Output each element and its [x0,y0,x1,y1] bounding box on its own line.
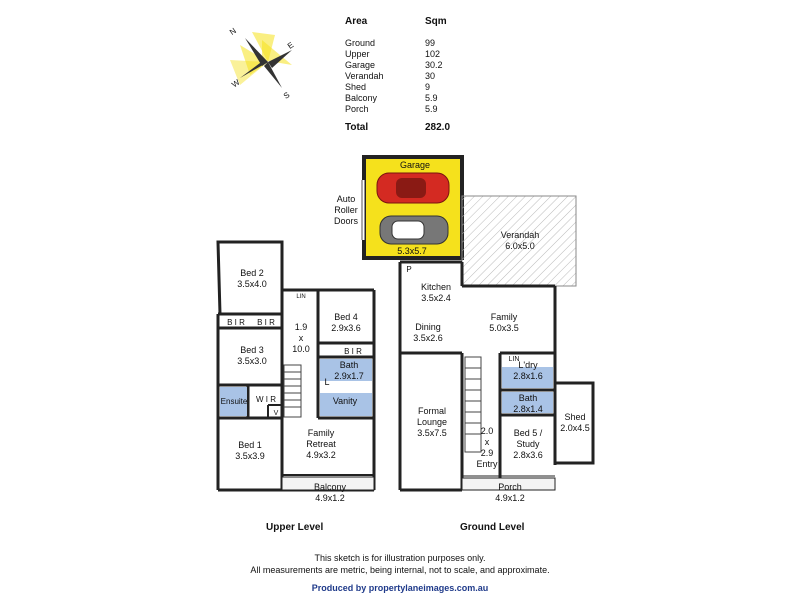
area-name: Shed [345,82,367,92]
room-label-bir: B I R [227,318,245,327]
bath-upper-area [320,359,372,381]
room-label-ensuite: Ensuite [220,397,248,406]
area-name: Verandah [345,71,384,81]
room-label-bed2: Bed 2 3.5x4.0 [237,268,267,289]
ground-level-title: Ground Level [460,522,525,533]
room-label-kitchen: Kitchen 3.5x2.4 [420,282,452,303]
disclaimer-line-2: All measurements are metric, being inter… [250,565,550,575]
area-value: 102 [425,49,441,59]
room-label-pantry: P [406,265,412,274]
laundry-area [502,367,553,388]
area-value: 30 [425,71,436,81]
room-label-family: Family 5.0x3.5 [489,312,519,333]
car-grey [379,215,449,245]
porch-area [461,477,556,491]
room-label-bed3: Bed 3 3.5x3.0 [237,345,267,366]
area-row: Balcony 5.9 [345,93,485,104]
verandah-area [461,195,577,287]
room-label-verandah: Verandah 6.0x5.0 [500,230,540,251]
room-label-bed5-study: Bed 5 / Study 2.8x3.6 [513,428,543,460]
header-sqm: Sqm [425,16,447,27]
stairs-ground [464,356,482,453]
room-label-bath-upper: Bath 2.9x1.7 [334,360,364,381]
room-label-family-retreat: Family Retreat 4.9x3.2 [306,428,336,460]
room-label-bed1: Bed 1 3.5x3.9 [235,440,265,461]
header-area: Area [345,16,368,27]
area-value: 99 [425,38,436,48]
total-value: 282.0 [425,122,451,133]
balcony-area [281,476,375,491]
room-label-shed: Shed 2.0x4.5 [560,412,590,433]
area-row: Porch 5.9 [345,104,485,115]
area-table-header: Area Sqm [345,16,485,27]
area-value: 5.9 [425,104,438,114]
room-label-bir: B I R [257,318,275,327]
area-row: Upper 102 [345,49,485,60]
room-label-porch: Porch 4.9x1.2 [495,482,525,503]
room-label-linen-ground: LIN [508,356,520,363]
garage-title: Garage [399,160,431,170]
bath-ground-area [502,392,553,413]
stairs-upper [283,364,302,418]
room-label-bath-ground: Bath 2.8x1.4 [513,393,543,414]
area-name: Balcony [345,93,378,103]
area-value: 5.9 [425,93,438,103]
room-label-v: V [273,410,279,417]
area-name: Garage [345,60,376,70]
room-label-entry: 2.0 x 2.9 Entry [476,426,498,469]
area-total-row: Total 282.0 [345,122,485,133]
area-row: Shed 9 [345,82,485,93]
total-label: Total [345,122,369,133]
room-label-wir: W I R [256,395,276,404]
disclaimer-line-1: This sketch is for illustration purposes… [314,553,486,563]
room-label-l: L [324,377,330,387]
area-row: Verandah 30 [345,71,485,82]
area-name: Porch [345,104,369,114]
room-label-dining: Dining 3.5x2.6 [413,322,443,343]
area-value: 9 [425,82,431,92]
ensuite-area [220,387,247,416]
room-label-bir: B I R [344,347,362,356]
room-label-linen: LIN [296,294,306,300]
garage-door-label: Auto Roller Doors [333,194,358,226]
producer-credit: Produced by propertylaneimages.com.au [311,583,489,593]
area-name: Ground [345,38,376,48]
area-row: Ground 99 [345,38,485,49]
room-label-bed4: Bed 4 2.9x3.6 [331,312,361,333]
area-value: 30.2 [425,60,443,70]
upper-level-title: Upper Level [266,522,324,533]
room-label-hall: 1.9 x 10.0 [292,322,310,354]
compass-rose [230,32,292,88]
car-red [376,172,450,204]
ground-level-walls [398,260,595,492]
area-name: Upper [345,49,370,59]
vanity-area [320,393,372,416]
room-label-balcony: Balcony 4.9x1.2 [313,482,347,503]
room-label-vanity: Vanity [332,396,358,406]
garage-size: 5.3x5.7 [397,246,427,256]
area-table: Area Sqm Ground 99 Upper 102 Garage 30.2… [345,16,485,141]
area-row: Garage 30.2 [345,60,485,71]
room-label-laundry: L'dry 2.8x1.6 [513,360,543,381]
room-label-formal-lounge: Formal Lounge 3.5x7.5 [416,406,448,438]
